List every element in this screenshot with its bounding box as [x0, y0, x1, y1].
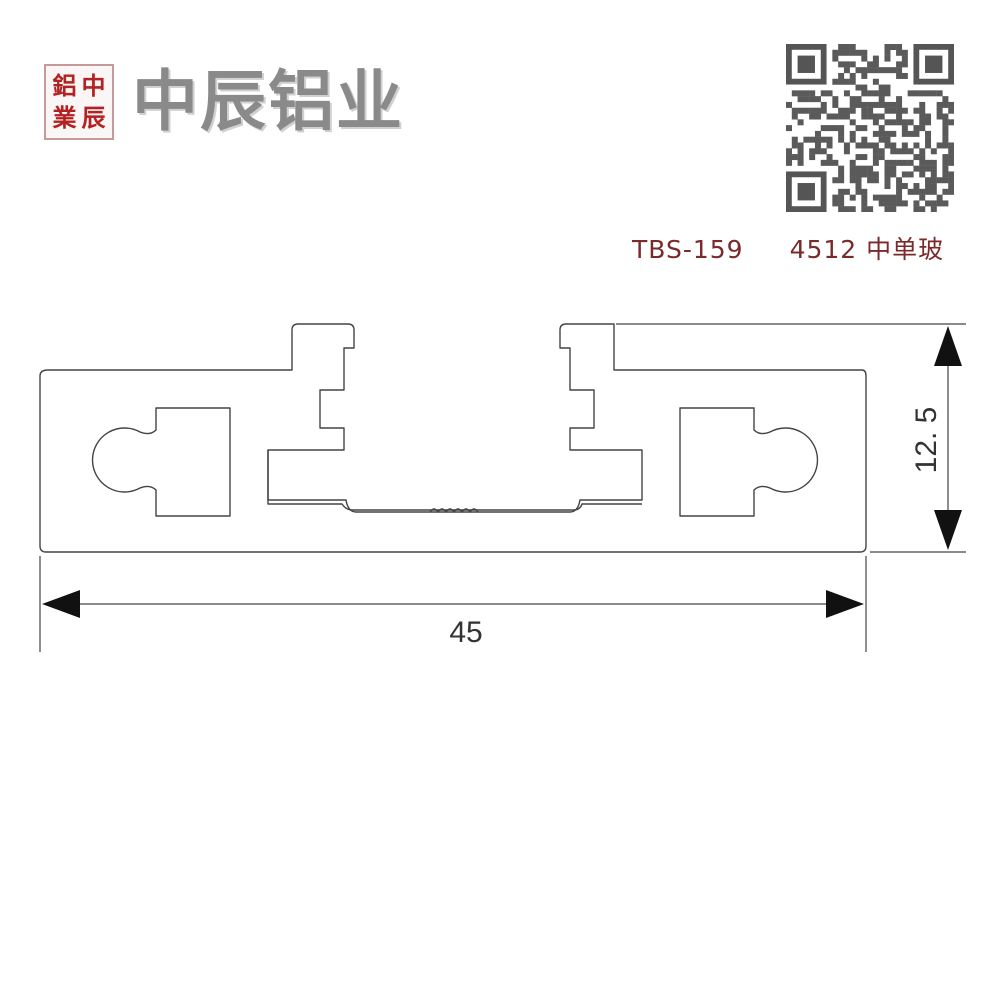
- seal-char: 中: [81, 71, 106, 100]
- qr-code-icon: [786, 44, 954, 212]
- profile-inner-channel: [267, 450, 642, 511]
- brand-seal-logo: 中 辰 鋁 業: [44, 64, 114, 140]
- model-spec: 4512: [789, 235, 858, 264]
- profile-outline: [39, 323, 867, 553]
- right-keyhole-slot: [679, 407, 819, 517]
- height-arrow-top-icon: [934, 326, 962, 366]
- height-dimension-label: 12. 5: [910, 407, 943, 474]
- seal-char: 辰: [81, 103, 106, 132]
- width-dimension-label: 45: [449, 616, 482, 649]
- model-code: TBS-159: [632, 235, 744, 264]
- left-keyhole-slot: [91, 407, 231, 517]
- width-arrow-left-icon: [42, 590, 80, 618]
- seal-char: 鋁: [52, 71, 77, 100]
- seal-char: 業: [52, 103, 77, 132]
- company-name: 中辰铝业: [132, 63, 404, 140]
- product-model-line: TBS-159 4512 中单玻: [632, 230, 944, 266]
- model-type: 中单玻: [866, 235, 945, 264]
- width-arrow-right-icon: [826, 590, 864, 618]
- base-serration: [429, 508, 479, 513]
- height-arrow-bottom-icon: [934, 510, 962, 550]
